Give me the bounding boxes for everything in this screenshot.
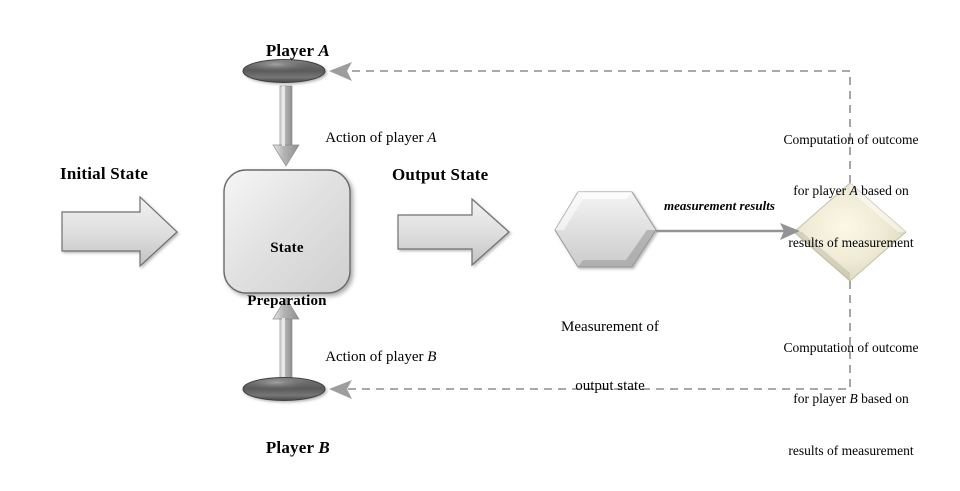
action-player-a-label: Action of player A — [311, 112, 436, 165]
action-a-letter: A — [427, 129, 437, 146]
action-b-letter: B — [427, 348, 437, 365]
player-a-word: Player — [265, 41, 314, 61]
measurement-node-label: Measurement of output state — [530, 279, 690, 435]
player-b-word: Player — [265, 438, 314, 458]
player-a-node — [242, 59, 326, 83]
state-preparation-box — [223, 169, 351, 294]
measurement-results-arrow — [656, 223, 800, 240]
action-player-a-arrow — [272, 85, 300, 167]
computation-b-line3: results of measurement — [788, 443, 914, 459]
feedback-path-player-b — [329, 281, 851, 399]
computation-b-line1: Computation of outcome — [783, 339, 919, 355]
action-b-prefix: Action of player — [325, 348, 428, 365]
action-a-prefix: Action of player — [325, 129, 428, 146]
initial-state-arrow — [61, 195, 178, 268]
initial-state-label: Initial State — [60, 164, 149, 183]
computation-diamond — [793, 182, 907, 282]
computation-a-letter: A — [849, 183, 858, 199]
state-preparation-line2: Preparation — [247, 293, 327, 310]
action-player-b-label: Action of player B — [311, 331, 436, 384]
output-state-label: Output State — [392, 165, 489, 184]
output-state-arrow — [397, 197, 510, 267]
computation-a-line1: Computation of outcome — [783, 131, 919, 147]
measurement-hexagon — [554, 191, 657, 268]
computation-a-line2: for player A based on — [762, 182, 940, 199]
player-a-letter: A — [318, 41, 330, 61]
measurement-line1: Measurement of — [561, 319, 659, 335]
action-player-b-arrow — [272, 297, 300, 379]
player-b-node — [242, 377, 326, 401]
computation-b-line2: for player B based on — [762, 390, 940, 407]
computation-b-line2-post: based on — [857, 391, 909, 407]
computation-a-line2-pre: for player — [793, 183, 850, 199]
computation-b-line2-pre: for player — [793, 391, 850, 407]
measurement-results-label: measurement results — [664, 198, 775, 213]
computation-a-line2-post: based on — [857, 183, 909, 199]
computation-player-a-label: Computation of outcome for player A base… — [762, 96, 940, 286]
measurement-line2: output state — [575, 377, 645, 394]
feedback-path-player-a — [329, 62, 851, 183]
computation-player-b-label: Computation of outcome for player B base… — [762, 304, 940, 491]
state-preparation-label: State Preparation — [224, 205, 350, 347]
computation-b-letter: B — [849, 391, 858, 407]
computation-a-line3: results of measurement — [788, 235, 914, 251]
state-preparation-line1: State — [270, 240, 304, 257]
player-b-letter: B — [318, 438, 330, 458]
player-b-label: Player B — [248, 418, 330, 478]
player-a-label: Player A — [248, 21, 330, 81]
